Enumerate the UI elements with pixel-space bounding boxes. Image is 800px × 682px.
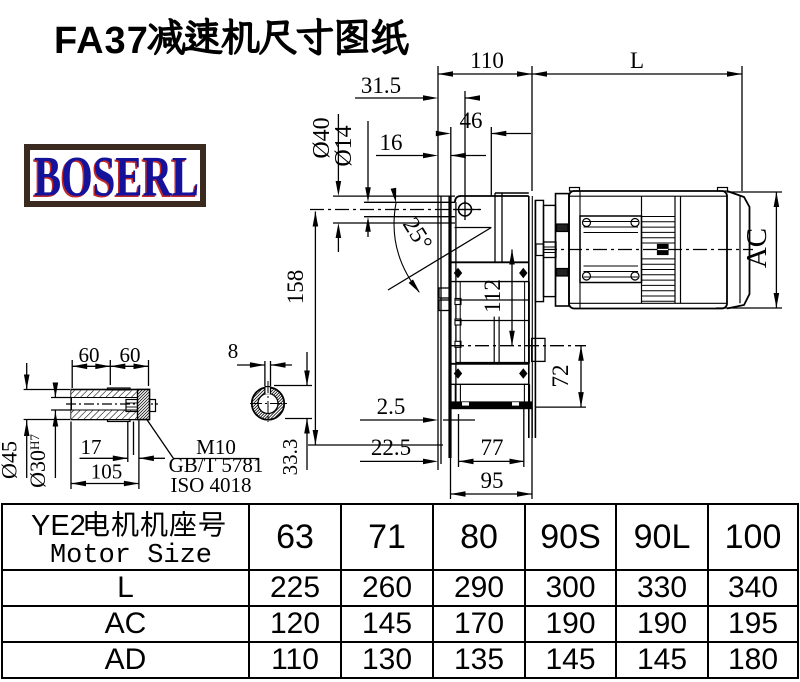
svg-text:BOSERL: BOSERL <box>33 150 198 201</box>
svg-text:22.5: 22.5 <box>371 435 411 460</box>
svg-text:33.3: 33.3 <box>278 439 302 476</box>
svg-text:72: 72 <box>548 365 573 388</box>
svg-text:Motor Size: Motor Size <box>50 541 212 568</box>
svg-text:GB/T 5781: GB/T 5781 <box>169 453 264 477</box>
svg-text:Ø45: Ø45 <box>0 441 21 479</box>
svg-text:M10: M10 <box>196 435 236 459</box>
svg-text:Ø40: Ø40 <box>309 117 335 158</box>
svg-text:60: 60 <box>120 343 141 367</box>
svg-text:110: 110 <box>470 48 504 73</box>
svg-text:L: L <box>630 48 644 73</box>
svg-text:YE2: YE2 <box>31 510 86 542</box>
svg-text:77: 77 <box>481 435 504 460</box>
svg-text:FA37: FA37 <box>54 20 149 62</box>
svg-text:Ø14: Ø14 <box>331 125 357 166</box>
svg-text:60: 60 <box>79 343 100 367</box>
svg-text:AC: AC <box>741 228 773 268</box>
svg-text:17: 17 <box>81 435 102 459</box>
svg-text:31.5: 31.5 <box>361 73 401 98</box>
svg-text:95: 95 <box>481 468 504 493</box>
svg-text:ISO 4018: ISO 4018 <box>170 473 251 497</box>
svg-text:112: 112 <box>480 279 505 313</box>
svg-text:Ø30H7: Ø30H7 <box>25 434 50 488</box>
svg-text:BOSERL: BOSERL <box>34 150 199 201</box>
svg-text:46: 46 <box>460 108 483 133</box>
svg-text:158: 158 <box>283 270 308 305</box>
svg-text:105: 105 <box>91 460 123 484</box>
svg-text:2.5: 2.5 <box>377 394 406 419</box>
svg-text:25°: 25° <box>397 213 437 255</box>
svg-text:16: 16 <box>380 130 403 155</box>
svg-text:8: 8 <box>228 339 239 363</box>
